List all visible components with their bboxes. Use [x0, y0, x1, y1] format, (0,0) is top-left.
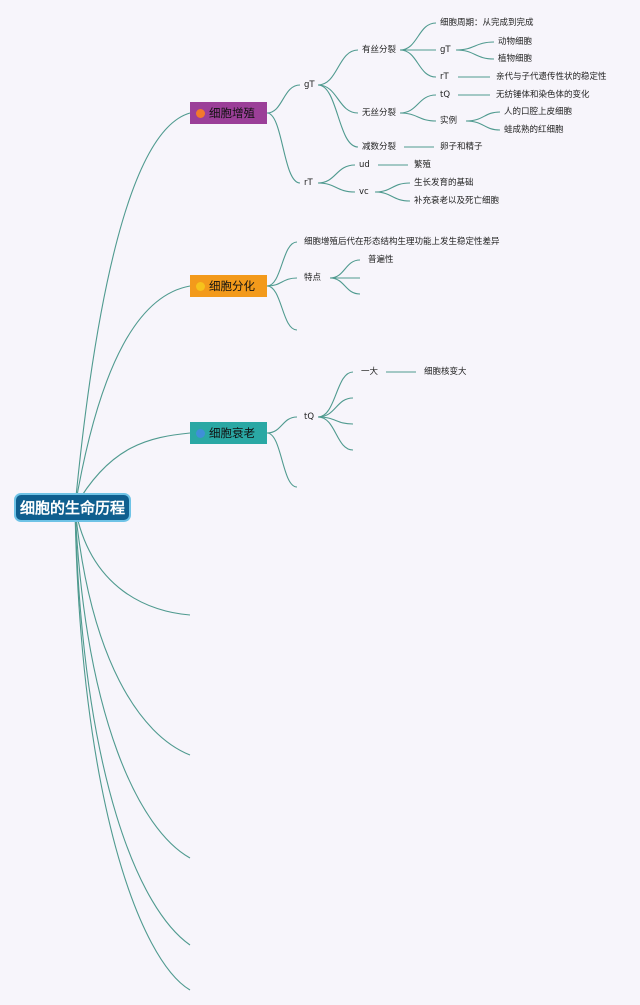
node-human-mouth[interactable]: 人的口腔上皮细胞: [504, 107, 573, 117]
branch-label: 细胞增殖: [209, 106, 255, 120]
link-root-empty-5: [74, 506, 191, 991]
bullet-icon: [196, 108, 205, 118]
link-root-differentiation: [74, 285, 191, 508]
branch-label: 细胞衰老: [209, 426, 255, 440]
node-plant-cell[interactable]: 植物细胞: [498, 54, 533, 64]
node-nucleus-big[interactable]: 细胞核变大: [424, 367, 467, 377]
node-meiosis[interactable]: 减数分裂: [362, 142, 397, 152]
node-feature[interactable]: 特点: [304, 273, 322, 283]
bullet-icon: [196, 428, 205, 438]
root-node[interactable]: 细胞的生命历程: [14, 493, 131, 522]
node-animal-cell[interactable]: 动物细胞: [498, 37, 533, 47]
node-mit-gt[interactable]: gT: [440, 45, 451, 55]
node-universal[interactable]: 普遍性: [368, 255, 394, 265]
link-root-empty-2: [74, 506, 191, 756]
link-root-empty-4: [74, 506, 191, 946]
node-egg-sperm[interactable]: 卵子和精子: [440, 142, 483, 152]
node-aging-tq[interactable]: tQ: [304, 412, 315, 422]
node-vc[interactable]: vc: [359, 187, 369, 197]
node-ud[interactable]: ud: [359, 160, 370, 170]
link-root-aging: [74, 432, 191, 508]
link-root-proliferation: [74, 112, 191, 508]
branch-label: 细胞分化: [209, 279, 255, 293]
bullet-icon: [196, 281, 205, 291]
node-no-spindle[interactable]: 无纺锤体和染色体的变化: [496, 90, 590, 100]
link-root-empty-3: [74, 506, 191, 859]
node-ami-tq[interactable]: tQ: [440, 90, 451, 100]
node-amitosis[interactable]: 无丝分裂: [362, 108, 397, 118]
branch-differentiation[interactable]: 细胞分化: [190, 275, 267, 297]
node-pro-gt[interactable]: gT: [304, 80, 315, 90]
node-cell-cycle[interactable]: 细胞周期：从完成到完成: [440, 18, 534, 28]
branch-proliferation[interactable]: 细胞增殖: [190, 102, 267, 124]
node-diff-definition[interactable]: 细胞增殖后代在形态结构生理功能上发生稳定性差异: [304, 237, 500, 247]
node-pro-rt[interactable]: rT: [304, 178, 313, 188]
branch-aging[interactable]: 细胞衰老: [190, 422, 267, 444]
node-example[interactable]: 实例: [440, 116, 458, 126]
node-replace[interactable]: 补充衰老以及死亡细胞: [414, 196, 500, 206]
node-frog-rbc[interactable]: 蛙成熟的红细胞: [504, 125, 564, 135]
node-heredity[interactable]: 亲代与子代遗传性状的稳定性: [496, 72, 607, 82]
node-mitosis[interactable]: 有丝分裂: [362, 45, 397, 55]
node-mit-rt[interactable]: rT: [440, 72, 449, 82]
node-reproduce[interactable]: 繁殖: [414, 160, 432, 170]
node-one-big[interactable]: 一大: [361, 367, 379, 377]
link-root-empty-1: [74, 506, 191, 616]
node-growth[interactable]: 生长发育的基础: [414, 178, 474, 188]
